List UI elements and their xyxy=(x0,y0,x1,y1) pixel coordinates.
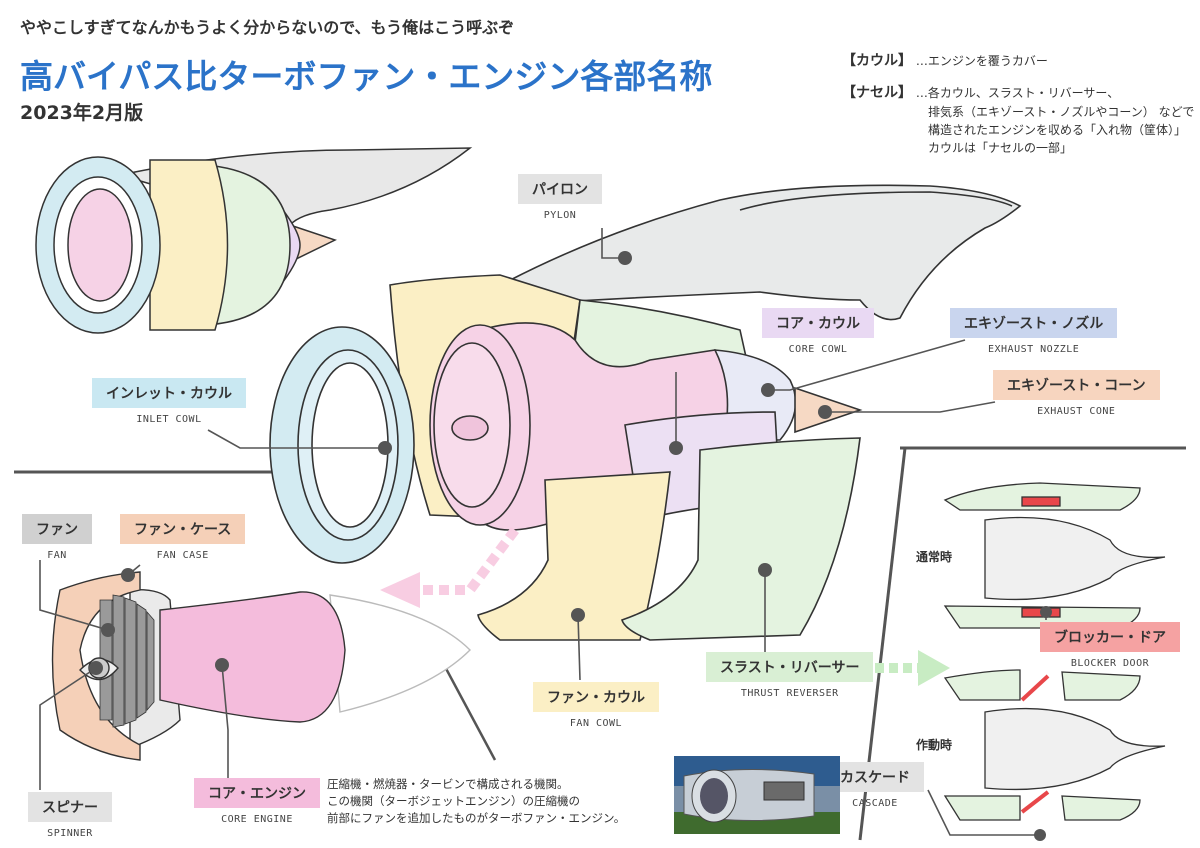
cutaway-outline xyxy=(329,594,471,713)
definition-term: 【カウル】 xyxy=(842,53,912,69)
label-fan-case-jp: ファン・ケース xyxy=(120,514,246,544)
label-pylon-en: PYLON xyxy=(543,210,577,221)
reverser-normal xyxy=(943,482,1166,629)
pylon-part xyxy=(492,184,1022,321)
label-blocker-door-en: BLOCKER DOOR xyxy=(1070,658,1150,669)
header-subtitle: ややこしすぎてなんかもうよく分からないので、もう俺はこう呼ぶぞ xyxy=(20,18,515,37)
label-cascade-jp: カスケード xyxy=(826,762,924,792)
definition-line: カウルは「ナセルの一部」 xyxy=(928,141,1073,155)
description-line: 前部にファンを追加したものがターボファン・エンジン。 xyxy=(327,811,626,825)
leader-lines xyxy=(39,228,1047,836)
state-normal: 通常時 xyxy=(916,550,953,564)
leader-dots xyxy=(89,251,1052,841)
label-core-engine-jp: コア・エンジン xyxy=(194,778,320,808)
description-line: この機関（ターボジェットエンジン）の圧縮機の xyxy=(327,794,580,808)
label-spinner-jp: スピナー xyxy=(28,792,112,822)
label-fan-case: ファン・ケース FAN CASE xyxy=(120,514,246,561)
label-exhaust-nozzle-en: EXHAUST NOZZLE xyxy=(988,344,1080,355)
description-line: 圧縮機・燃焼器・タービンで構成される機関。 xyxy=(327,777,569,791)
reverser-operating xyxy=(943,669,1166,821)
assembled-engine xyxy=(35,147,473,334)
thrust-reverser-lower xyxy=(621,437,861,641)
label-exhaust-cone-en: EXHAUST CONE xyxy=(1037,406,1116,417)
label-core-cowl: コア・カウル CORE COWL xyxy=(762,308,874,355)
label-exhaust-cone-jp: エキゾースト・コーン xyxy=(993,370,1160,400)
cutaway-engine xyxy=(51,571,471,761)
label-exhaust-cone: エキゾースト・コーン EXHAUST CONE xyxy=(993,370,1160,417)
label-fan-cowl: ファン・カウル FAN COWL xyxy=(533,682,659,729)
definition-line: 構造されたエンジンを収める「入れ物（筐体）」 xyxy=(928,123,1187,137)
label-spinner: スピナー SPINNER xyxy=(28,792,112,839)
label-core-cowl-jp: コア・カウル xyxy=(762,308,874,338)
label-fan: ファン FAN xyxy=(22,514,92,561)
definition-line: 排気系（エキゾースト・ノズルやコーン） などで xyxy=(928,105,1195,119)
arrow-disassembly-head xyxy=(380,572,420,608)
label-spinner-en: SPINNER xyxy=(47,828,93,839)
label-fan-cowl-en: FAN COWL xyxy=(569,718,623,729)
label-thrust-reverser-jp: スラスト・リバーサー xyxy=(706,652,874,682)
definition-term: 【ナセル】 xyxy=(842,85,912,101)
label-core-cowl-en: CORE COWL xyxy=(788,344,848,355)
state-operating: 作動時 xyxy=(916,738,953,752)
definition-text: …各カウル、スラスト・リバーサー、 xyxy=(915,86,1120,100)
page-title: 高バイパス比ターボファン・エンジン各部名称 xyxy=(20,57,713,96)
label-core-engine-en: CORE ENGINE xyxy=(221,814,293,825)
label-pylon: パイロン PYLON xyxy=(518,174,602,221)
exploded-engine xyxy=(269,184,1022,641)
definition-nacelle: 【ナセル】 …各カウル、スラスト・リバーサー、 xyxy=(842,84,1119,103)
label-blocker-door-jp: ブロッカー・ドア xyxy=(1040,622,1180,652)
cascade-photo xyxy=(674,756,840,834)
definition-text: …エンジンを覆うカバー xyxy=(915,54,1048,68)
label-exhaust-nozzle-jp: エキゾースト・ノズル xyxy=(950,308,1118,338)
arrow-disassembly xyxy=(415,527,519,595)
core-engine-description: 圧縮機・燃焼器・タービンで構成される機関。 この機関（ターボジェットエンジン）の… xyxy=(327,776,625,827)
label-cascade-en: CASCADE xyxy=(852,798,898,809)
fan-cowl-lower xyxy=(477,471,671,641)
label-fan-jp: ファン xyxy=(22,514,92,544)
label-core-engine: コア・エンジン CORE ENGINE xyxy=(194,778,320,825)
label-pylon-jp: パイロン xyxy=(518,174,602,204)
label-cascade: カスケード CASCADE xyxy=(826,762,924,809)
label-inlet-cowl: インレット・カウル INLET COWL xyxy=(92,378,246,425)
assembled-fan-cowl xyxy=(149,159,229,331)
label-thrust-reverser: スラスト・リバーサー THRUST REVERSER xyxy=(706,652,874,699)
label-inlet-cowl-jp: インレット・カウル xyxy=(92,378,246,408)
edition-label: 2023年2月版 xyxy=(20,102,144,124)
assembled-reverser xyxy=(204,164,291,326)
label-fan-case-en: FAN CASE xyxy=(156,550,209,561)
definition-cowl: 【カウル】 …エンジンを覆うカバー xyxy=(842,52,1048,71)
label-exhaust-nozzle: エキゾースト・ノズル EXHAUST NOZZLE xyxy=(950,308,1118,355)
label-fan-en: FAN xyxy=(47,550,67,561)
label-fan-cowl-jp: ファン・カウル xyxy=(533,682,659,712)
label-inlet-cowl-en: INLET COWL xyxy=(136,414,202,425)
core-engine-part xyxy=(159,591,346,723)
arrow-reverser-head xyxy=(918,650,950,686)
label-thrust-reverser-en: THRUST REVERSER xyxy=(740,688,839,699)
label-blocker-door: ブロッカー・ドア BLOCKER DOOR xyxy=(1040,622,1180,669)
